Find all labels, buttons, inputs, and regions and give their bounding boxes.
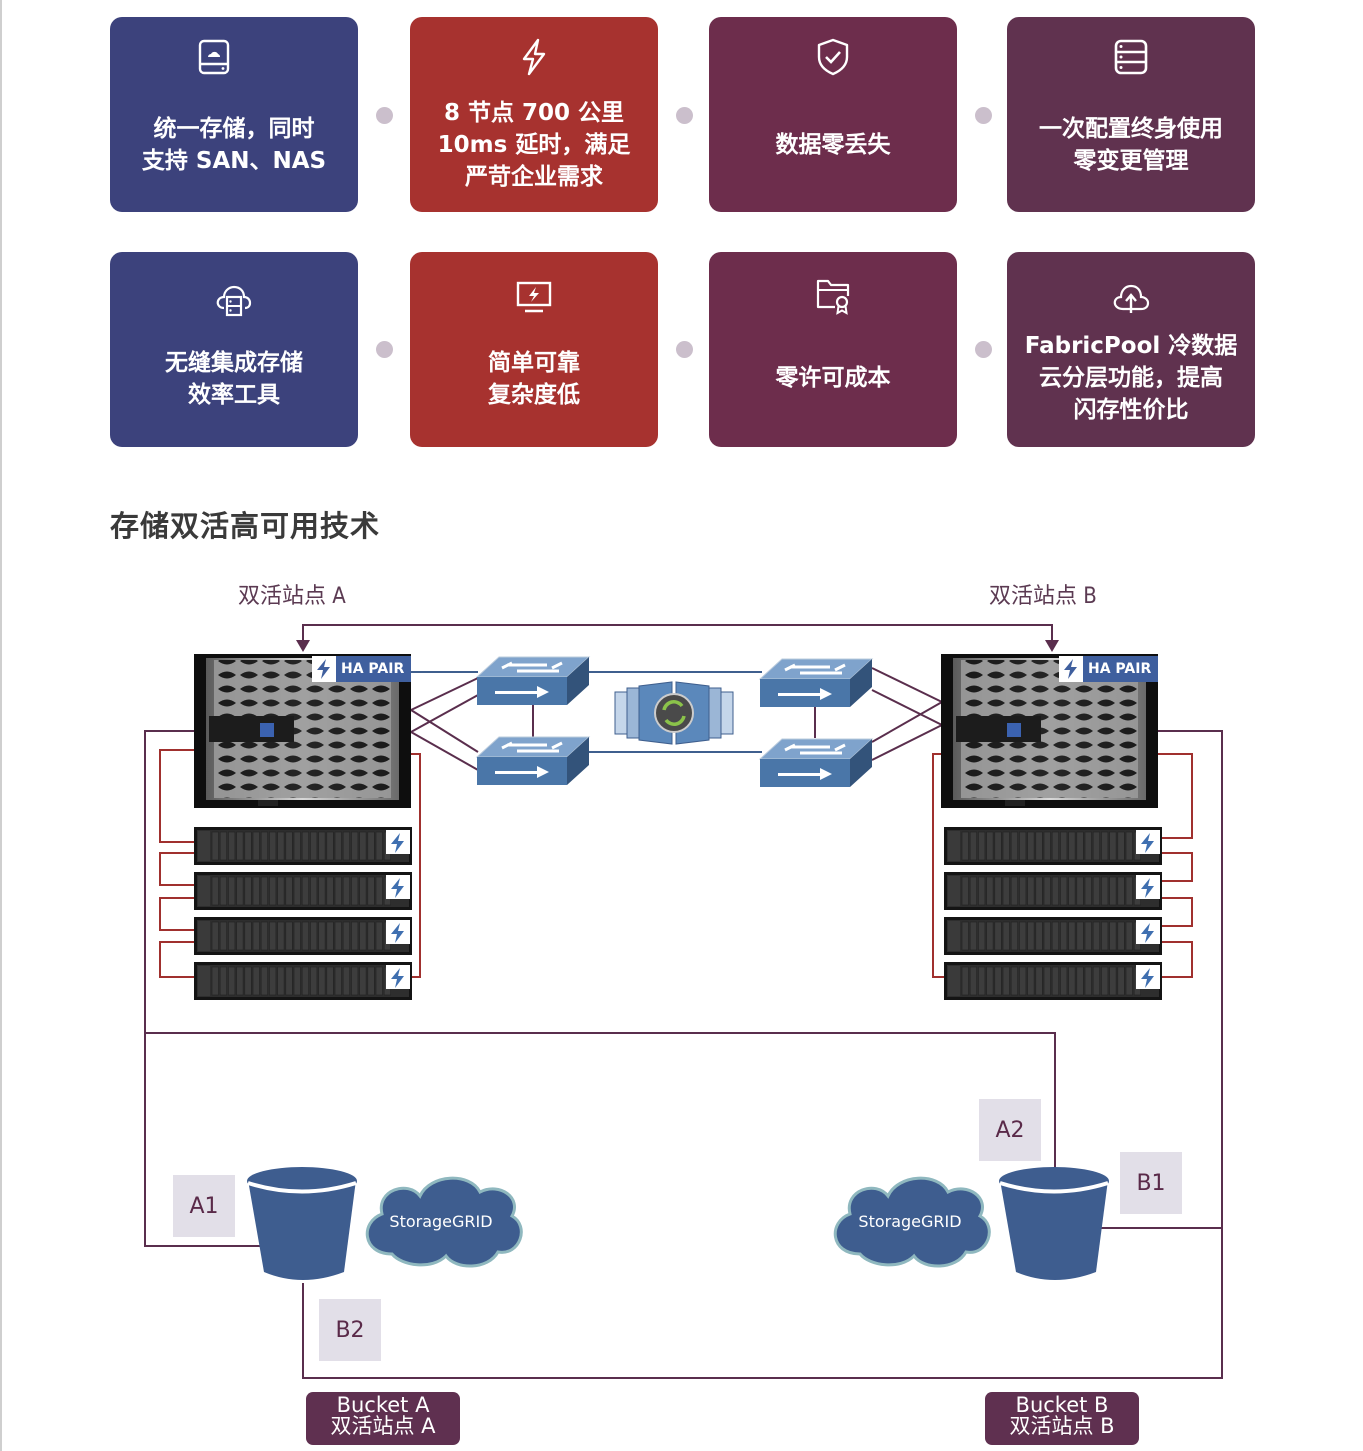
- storagegrid-cloud-site-a: [365, 1176, 523, 1268]
- feature-card-simple-reliable: 简单可靠 复杂度低: [410, 252, 658, 447]
- bucket-b-name: Bucket B: [1015, 1393, 1109, 1417]
- controller-site-b: [941, 654, 1158, 808]
- storagegrid-label: StorageGRID: [389, 1212, 492, 1231]
- connector-dot: [376, 107, 393, 124]
- network-switch: [758, 658, 874, 707]
- replica-tag-a2: A2: [979, 1099, 1041, 1161]
- feature-text: 8 节点 700 公里 10ms 延时，满足 严苛企业需求: [437, 100, 631, 190]
- feature-card-metro-latency: 8 节点 700 公里 10ms 延时，满足 严苛企业需求: [410, 17, 658, 212]
- storagegrid-label: StorageGRID: [858, 1212, 961, 1231]
- bucket-icon-site-a: [247, 1167, 357, 1280]
- shield-check-icon: [817, 38, 849, 76]
- disk-shelf: [944, 962, 1162, 1000]
- feature-card-fabricpool: FabricPool 冷数据 云分层功能，提高 闪存性价比: [1007, 252, 1255, 447]
- replica-tag-a1: A1: [173, 1175, 235, 1237]
- controller-site-a: [194, 654, 411, 808]
- bucket-b-site: 双活站点 B: [1009, 1414, 1115, 1438]
- section-title: 存储双活高可用技术: [110, 509, 381, 543]
- hard-drive-cloud-icon: [198, 39, 230, 75]
- disk-shelves-site-b: [944, 827, 1162, 1000]
- feature-text: 一次配置终身使用 零变更管理: [1039, 116, 1223, 174]
- feature-text: 零许可成本: [775, 365, 891, 391]
- replication-sync-icon: [614, 681, 734, 745]
- monitor-lightning-icon: [516, 281, 552, 313]
- feature-text: 简单可靠 复杂度低: [488, 350, 580, 408]
- replica-tag-b1: B1: [1120, 1152, 1182, 1214]
- lightning-icon: [522, 38, 546, 76]
- disk-shelf: [194, 962, 412, 1000]
- disk-shelves-site-a: [194, 827, 412, 1000]
- feature-card-zero-data-loss: 数据零丢失: [709, 17, 957, 212]
- feature-card-zero-change: 一次配置终身使用 零变更管理: [1007, 17, 1255, 212]
- disk-shelf: [194, 827, 412, 865]
- feature-text: 数据零丢失: [775, 132, 891, 158]
- network-switch: [475, 656, 591, 705]
- bucket-a-label: Bucket A 双活站点 A: [306, 1392, 460, 1445]
- object-storage-links: [144, 730, 1223, 1379]
- cloud-server-icon: [216, 285, 252, 317]
- site-a-label: 双活站点 A: [238, 584, 346, 609]
- page-left-border: [0, 0, 2, 1451]
- bucket-a-site: 双活站点 A: [330, 1414, 436, 1438]
- folder-certificate-icon: [816, 279, 850, 315]
- connector-dot: [376, 341, 393, 358]
- site-b-label: 双活站点 B: [989, 584, 1097, 609]
- ha-pair-badge: HA PAIR: [341, 661, 404, 677]
- storagegrid-cloud-site-b: [833, 1176, 991, 1268]
- disk-shelf: [944, 827, 1162, 865]
- network-links: [410, 667, 943, 771]
- server-stack-icon: [1114, 39, 1148, 75]
- disk-shelf: [944, 872, 1162, 910]
- shelf-cabling-site-b: [932, 753, 1193, 978]
- bucket-icon-site-b: [999, 1167, 1109, 1280]
- feature-card-efficiency-tools: 无缝集成存储 效率工具: [110, 252, 358, 447]
- disk-shelf: [194, 917, 412, 955]
- feature-card-unified-storage: 统一存储，同时 支持 SAN、NAS: [110, 17, 358, 212]
- network-switch: [758, 738, 874, 787]
- feature-card-zero-license: 零许可成本: [709, 252, 957, 447]
- ha-pair-badge: HA PAIR: [1088, 661, 1151, 677]
- connector-dot: [676, 107, 693, 124]
- bucket-b-label: Bucket B 双活站点 B: [985, 1392, 1139, 1445]
- bucket-a-name: Bucket A: [336, 1393, 430, 1417]
- shelf-cabling-site-a: [159, 749, 421, 978]
- cloud-upload-icon: [1113, 284, 1150, 313]
- feature-text: 统一存储，同时 支持 SAN、NAS: [141, 116, 327, 174]
- connector-dot: [676, 341, 693, 358]
- feature-text: FabricPool 冷数据 云分层功能，提高 闪存性价比: [1024, 333, 1238, 423]
- replica-tag-b2: B2: [319, 1299, 381, 1361]
- connector-dot: [975, 107, 992, 124]
- network-switch: [475, 736, 591, 785]
- disk-shelf: [944, 917, 1162, 955]
- disk-shelf: [194, 872, 412, 910]
- connector-dot: [975, 341, 992, 358]
- feature-text: 无缝集成存储 效率工具: [165, 350, 303, 408]
- cross-site-link: [296, 624, 1059, 652]
